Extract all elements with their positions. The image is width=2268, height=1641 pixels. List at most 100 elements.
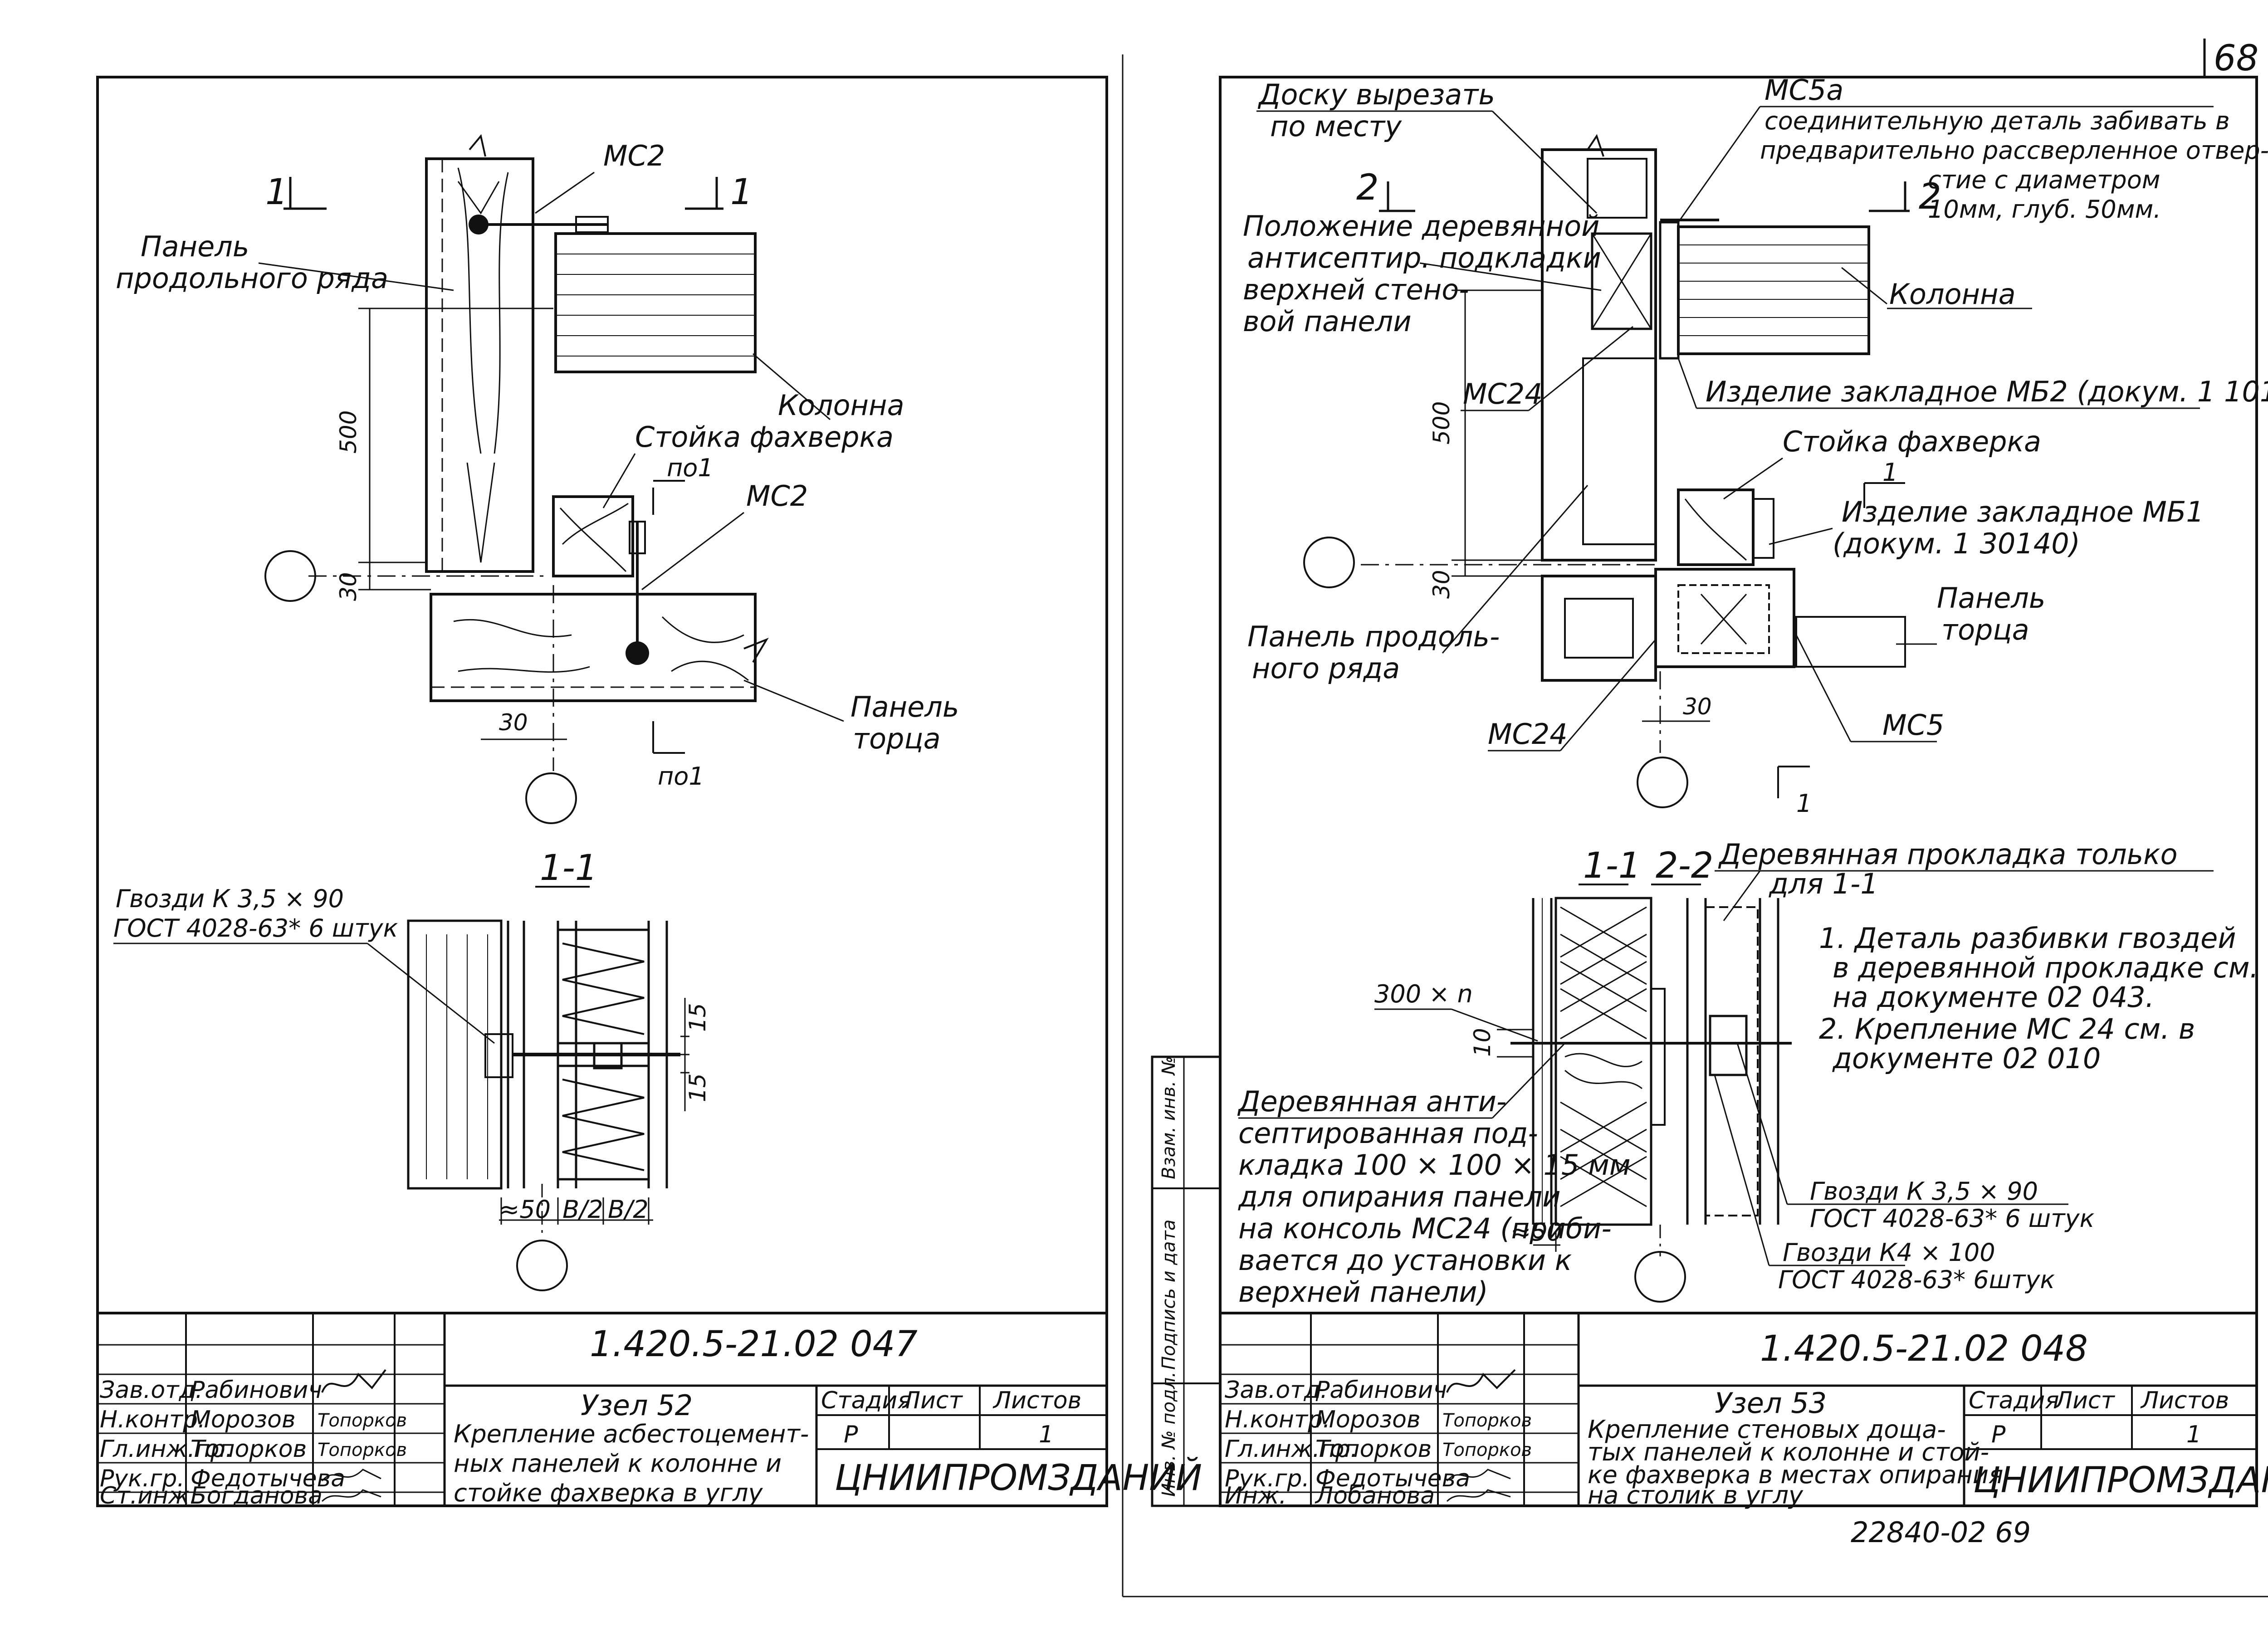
axis-circle-left-right — [1303, 537, 1355, 588]
name-3: Федотычева — [191, 1465, 345, 1492]
title-block-right: 1.420.5-21.02 048 Зав.отд. Н.контр. Гл.и… — [1220, 1312, 2268, 1509]
signature-0 — [321, 1369, 386, 1393]
label-connector-1: соединительную деталь забивать в — [1765, 107, 2230, 135]
description-right-0: Крепление стеновых доща- — [1588, 1415, 1946, 1444]
wood-pad-line-5: на консоль МС24 (приби- — [1238, 1212, 1612, 1245]
section-mark-2-left: 2 — [1356, 167, 1415, 212]
role-right-4: Инж. — [1225, 1482, 1286, 1509]
axis-circle-section — [516, 1240, 568, 1291]
label-cut-board-2: по месту — [1270, 110, 1402, 143]
label-panel-long-right-2: ного ряда — [1252, 652, 1400, 685]
label-pad-position-4: вой панели — [1243, 305, 1412, 338]
section-mark-1-right: 1 — [685, 172, 753, 213]
label-nails-a-2: ГОСТ 4028-63* 6 штук — [1810, 1204, 2095, 1233]
page-number: 68 — [2214, 38, 2258, 79]
signature-right-4 — [1446, 1489, 1511, 1502]
wood-pad-line-7: верхней панели) — [1238, 1275, 1488, 1309]
stage-value: Р — [844, 1421, 858, 1448]
axis-circle-left — [264, 550, 316, 602]
label-nails-b-2: ГОСТ 4028-63* 6штук — [1778, 1265, 2055, 1294]
panel-end — [430, 593, 769, 702]
stamp-inv-number: Инв. № подл. — [1158, 1372, 1179, 1497]
stamp-replace-inv: Взам. инв. № — [1158, 1056, 1179, 1179]
mc2-bolt-mid — [626, 521, 649, 665]
organization-right: ЦНИИПРОМЗДАНИЙ — [1973, 1459, 2268, 1501]
sign-right-2: Топорков — [1442, 1440, 1532, 1460]
node-title-right: Узел 53 — [1715, 1387, 1827, 1420]
role-right-3: Рук.гр. — [1225, 1465, 1310, 1492]
signature-3 — [321, 1469, 381, 1481]
label-mc24-top: МС24 — [1463, 377, 1543, 410]
signature-right-0 — [1446, 1369, 1516, 1393]
role-right-2: Гл.инж.пр. — [1225, 1436, 1358, 1463]
label-nails-b-1: Гвозди К4 × 100 — [1783, 1238, 1995, 1267]
stage-header: Стадия — [821, 1387, 912, 1414]
label-pad-position-3: верхней стено- — [1243, 273, 1469, 306]
dim-b2-a: В/2 — [562, 1195, 603, 1224]
name-right-3: Федотычева — [1315, 1465, 1470, 1492]
name-1: Морозов — [191, 1406, 296, 1433]
section-title-1-1: 1-1 — [540, 848, 597, 889]
wood-pad-line-6: вается до установки к — [1238, 1244, 1572, 1277]
name-right-0: Рабинович — [1315, 1377, 1447, 1404]
label-pad-position-2: антисептир. подкладки — [1247, 241, 1601, 274]
title-block-left: 1.420.5-21.02 047 Зав.отд. Н.контр. Гл.и… — [98, 1312, 1202, 1509]
section-mark-text: 1 — [730, 172, 753, 213]
sheets-value-right: 1 — [2186, 1421, 2201, 1448]
axis-circle-section-right — [1634, 1251, 1686, 1303]
note-1-line-1: 1. Деталь разбивки гвоздей — [1819, 922, 2236, 955]
archive-number: 22840-02 69 — [1851, 1516, 2031, 1549]
label-column-right: Колонна — [1889, 278, 2016, 311]
post-mark-right: 1 — [1882, 458, 1898, 487]
label-post: Стойка фахверка — [635, 420, 894, 454]
description-right-2: ке фахверка в местах опирания — [1588, 1460, 2003, 1489]
axis-markers — [264, 550, 577, 824]
label-mc24-bot: МС24 — [1488, 718, 1568, 751]
doc-code-right: 1.420.5-21.02 048 — [1760, 1328, 2088, 1369]
description-0: Крепление асбестоцемент- — [454, 1420, 809, 1448]
post-mark-bottom: по1 — [658, 762, 704, 791]
wood-pad-line-3: кладка 100 × 100 × 15 мм — [1238, 1148, 1631, 1182]
label-panel-end-1: Панель — [850, 690, 959, 723]
label-post-mark: по1 — [667, 454, 714, 482]
right-sheet-frame — [1219, 76, 2258, 1507]
label-panel-end-2: торца — [853, 722, 941, 755]
section-1-1-right: ≈50 10 300 × n — [1374, 897, 1792, 1303]
stage-value-right: Р — [1991, 1421, 2006, 1448]
dim-15-a: 15 — [684, 1003, 711, 1032]
label-connector-4: 10мм, глуб. 50мм. — [1928, 195, 2161, 224]
label-panel-end-right-1: Панель — [1937, 581, 2045, 615]
description-right-3: на столик в углу — [1588, 1481, 1804, 1509]
label-nails-2: ГОСТ 4028-63* 6 штук — [113, 914, 398, 943]
left-sheet-frame — [96, 76, 1108, 1507]
label-post-right: Стойка фахверка — [1783, 425, 2041, 458]
dim-30-horizontal: 30 — [499, 709, 528, 736]
label-embed-mb1-1: Изделие закладное МБ1 — [1842, 495, 2204, 528]
dim-b2-b: В/2 — [608, 1195, 649, 1224]
note-2-line-1: 2. Крепление МС 24 см. в — [1819, 1012, 2195, 1045]
dim-500-right: 500 — [1428, 401, 1455, 444]
sheets-header: Листов — [992, 1387, 1081, 1414]
dim-50-right: ≈50 — [1510, 1218, 1562, 1246]
label-cut-board-1: Доску вырезать — [1257, 78, 1495, 111]
column-right — [1659, 219, 1870, 360]
description-1: ных панелей к колонне и — [454, 1449, 782, 1478]
section-mark-text: 2 — [1356, 167, 1379, 208]
name-right-4: Лобанова — [1315, 1482, 1435, 1509]
stage-header-right: Стадия — [1969, 1387, 2059, 1414]
sheets-value: 1 — [1039, 1421, 1054, 1448]
label-nails-1: Гвозди К 3,5 × 90 — [116, 884, 344, 913]
post-right — [1654, 488, 1906, 668]
stamp-signature-date: Подпись и дата — [1158, 1220, 1179, 1370]
side-stamp: Инв. № подл. Подпись и дата Взам. инв. № — [1151, 1055, 1222, 1507]
signature-4 — [321, 1489, 381, 1502]
dim-10: 10 — [1469, 1028, 1496, 1057]
label-pad-position-1: Положение деревянной — [1243, 210, 1599, 243]
label-panel-end-right-2: торца — [1941, 613, 2029, 646]
label-connector-2: предварительно рассверленное отвер- — [1760, 136, 2268, 165]
left-sheet: 1 1 — [96, 76, 1202, 1509]
role-1: Н.контр. — [100, 1406, 205, 1433]
dim-30-vertical-right: 30 — [1428, 570, 1455, 599]
node-title: Узел 52 — [581, 1389, 693, 1422]
wood-pad-line-2: септированная под- — [1238, 1117, 1538, 1150]
